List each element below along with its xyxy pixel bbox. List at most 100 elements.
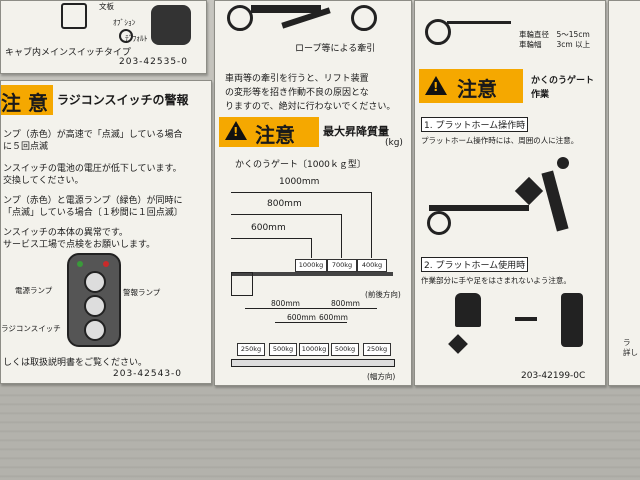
mini-label-2: ｵﾌﾞｼｮﾝ [113, 18, 136, 27]
mini-label-1: 文板 [99, 2, 114, 11]
wheel-icon [227, 5, 253, 31]
width-dir-label: (幅方向) [367, 372, 396, 381]
wheel-icon [425, 19, 451, 45]
line-5: 「点滅」している場合〔１秒間に１回点滅〕 [3, 208, 183, 218]
panel-mini-icon [61, 3, 87, 29]
button-1-icon [84, 271, 106, 293]
line-1: ンプ（赤色）が高速で「点滅」している場合 [3, 130, 183, 140]
front-back-label: (前後方向) [365, 290, 401, 299]
section-1-text: プラットホーム操作時には、周囲の人に注意。 [421, 136, 579, 145]
far-right-line-2: 詳し [623, 348, 638, 357]
operator-illustration [423, 151, 599, 247]
weight-top-3: 400kg [357, 259, 387, 272]
trailer-illustration [423, 5, 513, 45]
switch-label: ラジコンスイッチ [1, 324, 61, 333]
warning-title: ラジコンスイッチの警報 [57, 93, 189, 107]
tow-text-3: りますので、絶対に行わないでください。 [225, 102, 396, 112]
person-head-icon [557, 157, 569, 169]
dim-top-3: 600mm [251, 223, 286, 233]
tow-truck-illustration [221, 1, 405, 37]
line-7: サービス工場で点検をお願いします。 [3, 240, 156, 250]
weight-top-1: 1000kg [295, 259, 327, 272]
mini-label-3: ﾃﾞﾌｫﾙﾄ [125, 34, 148, 43]
impact-burst-icon [514, 176, 544, 206]
warning-triangle-icon [225, 121, 247, 140]
wheel-spec-1: 車輪直径 5～15cm [519, 30, 590, 39]
trailer-bar-icon [447, 21, 511, 24]
gate-title: かくのうゲート〔1000ｋｇ型〕 [235, 160, 366, 170]
wheel-icon [351, 5, 377, 31]
line-6: ンスイッチの本体の異常です。 [3, 228, 128, 238]
section-2-text: 作業部分に手や足をはさまれないよう注意。 [421, 276, 571, 285]
weight-bottom-4: 500kg [331, 343, 359, 356]
dim-bottom-inner-2: 600mm [319, 313, 348, 322]
dim-line [231, 238, 311, 239]
alarm-lamp-label: 警報ランプ [123, 288, 161, 297]
weight-pointer [371, 192, 372, 258]
far-right-sticker: ラ 詳し [608, 0, 640, 386]
bottom-code: 203-42543-0 [113, 369, 183, 379]
line-4: ンプ（赤色）と電源ランプ（緑色）が同時に [3, 196, 183, 206]
gate-block [231, 272, 253, 296]
pinch-hazard-illustration [423, 289, 599, 359]
line-1-extra: に５回点滅 [3, 142, 49, 152]
dim-line [275, 322, 347, 323]
panel-title-2: 作業 [531, 90, 550, 100]
warning-header [1, 85, 53, 115]
unit-label: (kg) [385, 138, 403, 148]
dim-top-1: 1000mm [279, 177, 320, 187]
weight-pointer [311, 238, 312, 258]
wheel-icon [427, 211, 451, 235]
button-2-icon [84, 295, 106, 317]
truck-body-icon [251, 5, 321, 13]
knob-icon [119, 29, 133, 43]
max-title: 最大昇降質量 [323, 125, 389, 138]
hand-icon [455, 293, 481, 327]
power-lamp-icon [77, 261, 83, 267]
right-gate-operation-sticker: 車輪直径 5～15cm 車輪幅 3cm 以上 注意 かくのうゲート 作業 1. … [414, 0, 606, 386]
warning-word: 注意 [457, 77, 497, 101]
line-2: ンスイッチの電池の電圧が低下しています。 [3, 164, 182, 174]
middle-load-sticker: ロープ等による牽引 車両等の牽引を行うと、リフト装置 の変形等を招き作動不良の原… [214, 0, 412, 386]
warning-word: 注意 [255, 123, 295, 147]
weight-bottom-5: 250kg [363, 343, 391, 356]
tow-text-2: の変形等を招き作動不良の原因とな [225, 88, 369, 98]
platform-rear-view [231, 359, 395, 367]
weight-pointer [341, 214, 342, 258]
top-caption: キャブ内メインスイッチタイプ [5, 48, 131, 58]
weight-bottom-2: 500kg [269, 343, 297, 356]
warning-word: 注 意 [1, 91, 48, 115]
platform-gate-icon [429, 205, 529, 211]
dim-line [231, 214, 341, 215]
dim-line [245, 308, 377, 309]
boot-icon [561, 293, 583, 347]
right-code: 203-42199-0C [521, 371, 586, 381]
alarm-lamp-icon [103, 261, 109, 267]
top-code: 203-42535-0 [119, 57, 189, 67]
dim-line [231, 192, 371, 193]
person-body-icon [541, 170, 569, 232]
button-3-icon [84, 319, 106, 341]
weight-bottom-3: 1000kg [299, 343, 329, 356]
bottom-text: しくは取扱説明書をご覧ください。 [3, 358, 148, 368]
warning-triangle-icon [425, 76, 447, 95]
impact-burst-icon [448, 334, 468, 354]
key-switch-icon [151, 5, 191, 45]
tow-label: ロープ等による牽引 [295, 44, 376, 54]
left-remote-warning-sticker: 注 意 ラジコンスイッチの警報 ンプ（赤色）が高速で「点滅」している場合 に５回… [0, 80, 212, 384]
dim-bottom-outer-2: 800mm [331, 299, 360, 308]
dim-top-2: 800mm [267, 199, 302, 209]
line-3: 交換してください。 [3, 176, 84, 186]
tow-text-1: 車両等の牽引を行うと、リフト装置 [225, 74, 369, 84]
weight-bottom-1: 250kg [237, 343, 265, 356]
panel-title-1: かくのうゲート [531, 76, 595, 86]
section-1-title: 1. プラットホーム操作時 [421, 117, 529, 132]
wheel-spec-2: 車輪幅 3cm 以上 [519, 40, 591, 49]
arrow-icon [515, 317, 537, 321]
weight-top-2: 700kg [327, 259, 357, 272]
remote-control-illustration [67, 253, 121, 347]
platform-side-view [231, 272, 393, 276]
dim-bottom-inner-1: 600mm [287, 313, 316, 322]
metal-floor [0, 388, 640, 480]
dim-bottom-outer-1: 800mm [271, 299, 300, 308]
